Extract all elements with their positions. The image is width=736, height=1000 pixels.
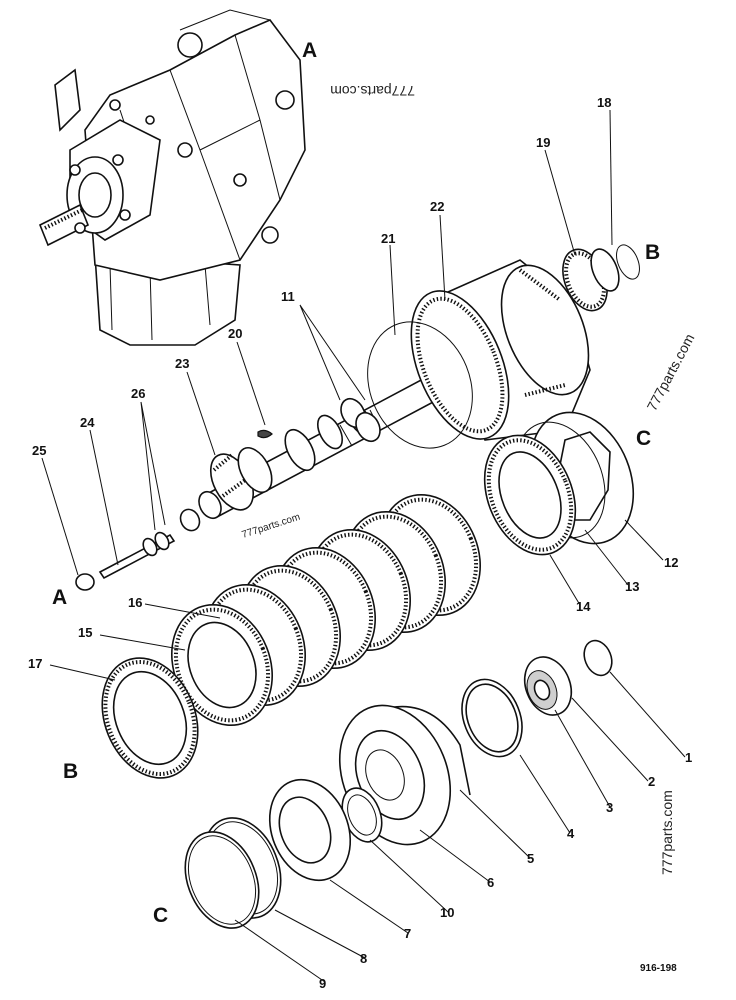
callout-18: 18 [597, 95, 611, 110]
callout-12: 12 [664, 555, 678, 570]
leader-lines [41, 109, 686, 983]
callout-13: 13 [625, 579, 639, 594]
callout-6: 6 [487, 875, 494, 890]
callout-8: 8 [360, 951, 367, 966]
piston-and-small-parts [184, 639, 613, 929]
callout-4: 4 [567, 826, 575, 841]
callout-14: 14 [576, 599, 591, 614]
connection-letter-a-bottom: A [52, 586, 67, 609]
callout-7: 7 [404, 926, 411, 941]
connection-letter-a-top: A [302, 39, 317, 62]
watermark-mirrored: 777parts.com [330, 83, 415, 99]
pressure-plate-assembly [483, 411, 635, 556]
watermark-center: 777parts.com [241, 512, 302, 541]
connection-letter-c-right: C [636, 427, 651, 450]
callout-21: 21 [381, 231, 395, 246]
callout-17: 17 [28, 656, 42, 671]
callout-3: 3 [606, 800, 613, 815]
callout-9: 9 [319, 976, 326, 991]
callout-19: 19 [536, 135, 550, 150]
callout-20: 20 [228, 326, 242, 341]
figure-reference-code: 916-198 [640, 963, 677, 974]
output-shaft-assembly [75, 368, 454, 591]
gearbox-housing-illustration [38, 9, 306, 346]
connection-letters: A A B B C C [52, 39, 660, 927]
callout-11: 11 [281, 289, 295, 304]
clutch-plate-stack [101, 493, 482, 779]
callout-15: 15 [78, 625, 92, 640]
callout-1: 1 [685, 750, 692, 765]
callout-2: 2 [648, 774, 655, 789]
callout-16: 16 [128, 595, 142, 610]
clutch-drum-assembly [367, 244, 640, 449]
watermark-right-bottom: 777parts.com [659, 790, 675, 875]
connection-letter-c-bottom: C [153, 904, 168, 927]
callout-22: 22 [430, 199, 444, 214]
callout-23: 23 [175, 356, 189, 371]
watermark-right-top: 777parts.com [644, 331, 698, 413]
connection-letter-b-left: B [63, 760, 78, 783]
callout-25: 25 [32, 443, 46, 458]
connection-letter-b-right: B [645, 241, 660, 264]
callout-26: 26 [131, 386, 145, 401]
callout-numbers: 1 2 3 4 5 6 7 8 9 10 11 12 13 14 15 16 1… [28, 95, 692, 991]
callout-10: 10 [440, 905, 454, 920]
callout-24: 24 [80, 415, 95, 430]
callout-5: 5 [527, 851, 534, 866]
